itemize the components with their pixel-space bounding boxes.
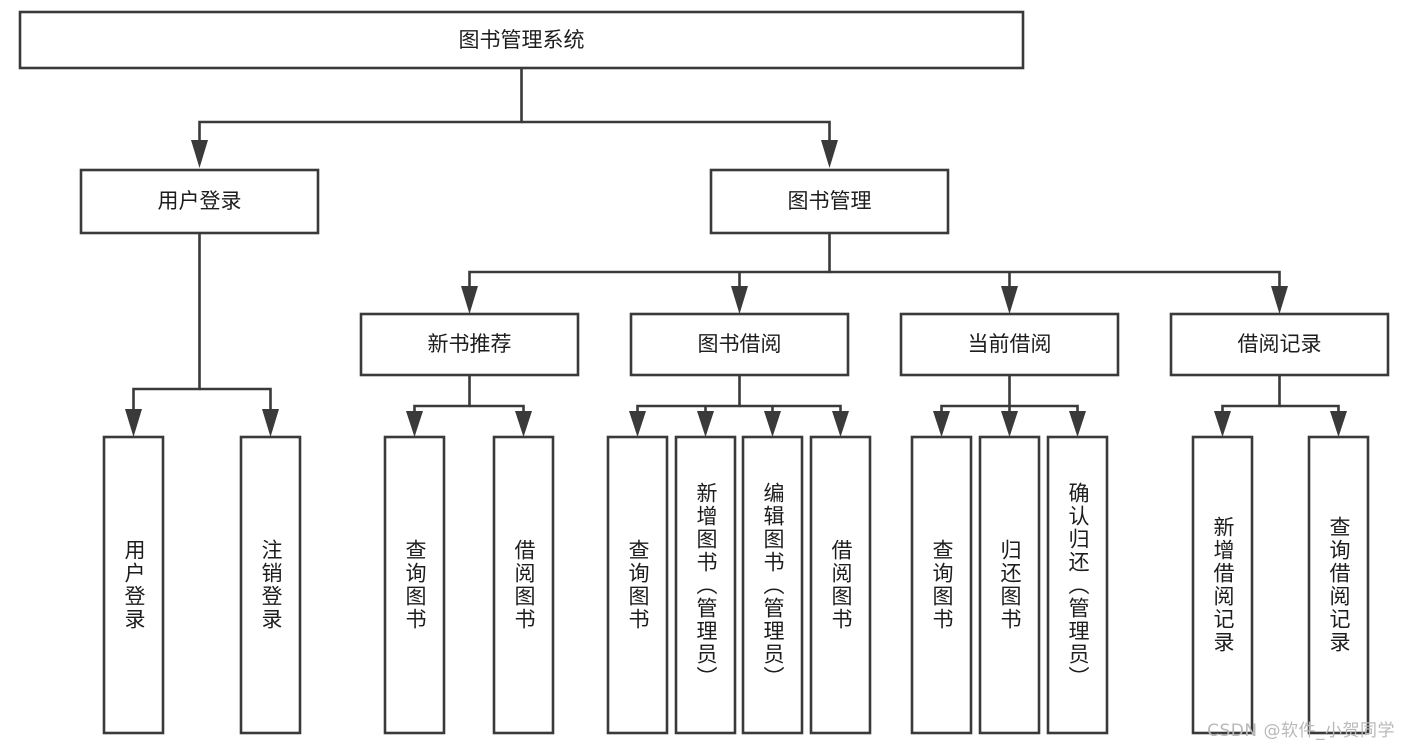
connector-group-new-book-recommend <box>406 375 532 437</box>
node-box-borrow-record <box>1169 312 1390 377</box>
node-box-leaf-user-login[interactable] <box>102 435 165 735</box>
arrowhead-leaf-borrow-book-1 <box>515 411 532 437</box>
node-box-leaf-confirm-return[interactable] <box>1046 435 1109 735</box>
connector-group-book-management <box>461 233 1288 314</box>
arrowhead-leaf-query-book-2 <box>629 411 646 437</box>
node-label-borrow-record: 借阅记录 <box>1238 332 1322 356</box>
connector-nbr-to-leaf-query-book <box>413 375 471 413</box>
arrowhead-leaf-add-book <box>697 411 714 437</box>
node-label-book-management: 图书管理 <box>788 189 872 213</box>
node-box-leaf-borrow-book-2[interactable] <box>809 435 872 735</box>
node-box-leaf-logout-login[interactable] <box>239 435 302 735</box>
connector-group-root <box>191 68 838 168</box>
arrowhead-leaf-logout-login <box>262 409 279 437</box>
arrowhead-current-borrow <box>1001 286 1018 314</box>
connector-root-to-book-management <box>521 120 831 140</box>
node-label-system-root: 图书管理系统 <box>459 28 585 52</box>
node-new-book-recommend[interactable]: 新书推荐 <box>359 312 580 377</box>
node-box-leaf-return-book[interactable] <box>978 435 1041 735</box>
connector-bb-to-leaf-borrow-book <box>739 404 842 413</box>
node-book-borrow[interactable]: 图书借阅 <box>629 312 850 377</box>
node-box-current-borrow <box>899 312 1120 377</box>
node-label-book-borrow: 图书借阅 <box>698 332 782 356</box>
node-box-system-root <box>18 10 1025 70</box>
connector-nbr-to-leaf-borrow-book <box>469 404 525 413</box>
arrowhead-book-borrow <box>731 286 748 314</box>
arrowhead-leaf-add-record <box>1214 411 1231 437</box>
connector-cb-to-leaf-confirm-return <box>1009 404 1079 413</box>
arrowhead-user-login <box>191 140 208 168</box>
node-user-login[interactable]: 用户登录 <box>79 168 320 235</box>
node-box-leaf-query-book-1[interactable] <box>383 435 446 735</box>
connector-br-to-leaf-add-record <box>1221 375 1281 413</box>
node-box-leaf-edit-book[interactable] <box>741 435 804 735</box>
arrowhead-book-management <box>821 140 838 168</box>
connector-bm-to-new-book-recommend <box>468 233 831 288</box>
leaf-box-group <box>102 435 1370 735</box>
node-system-root[interactable]: 图书管理系统 <box>18 10 1025 70</box>
connector-bb-to-leaf-query-book <box>636 375 741 413</box>
arrowhead-leaf-query-record <box>1330 411 1347 437</box>
arrowhead-leaf-borrow-book-2 <box>832 411 849 437</box>
connector-cb-to-leaf-query-book <box>940 375 1011 413</box>
node-box-leaf-query-book-2[interactable] <box>606 435 669 735</box>
node-book-management[interactable]: 图书管理 <box>709 168 950 235</box>
node-box-new-book-recommend <box>359 312 580 377</box>
connector-group-book-borrow <box>629 375 849 437</box>
arrowhead-new-book-recommend <box>461 286 478 314</box>
connector-br-to-leaf-query-record <box>1279 404 1340 413</box>
node-current-borrow[interactable]: 当前借阅 <box>899 312 1120 377</box>
connector-ul-to-leaf-logout <box>199 387 272 411</box>
csdn-watermark: CSDN @软件_小贺同学 <box>1207 721 1395 741</box>
connector-group-user-login <box>125 233 279 437</box>
arrowhead-leaf-query-book-1 <box>406 411 423 437</box>
arrowhead-leaf-edit-book <box>764 411 781 437</box>
connector-group-current-borrow <box>933 375 1086 437</box>
arrowhead-leaf-user-login <box>125 409 142 437</box>
arrowhead-leaf-confirm-return <box>1069 411 1086 437</box>
node-label-current-borrow: 当前借阅 <box>968 332 1052 356</box>
arrowhead-leaf-return-book <box>1001 411 1018 437</box>
node-box-book-management <box>709 168 950 235</box>
node-box-leaf-add-record[interactable] <box>1191 435 1254 735</box>
connector-bm-to-borrow-record <box>829 270 1281 288</box>
node-box-leaf-add-book[interactable] <box>674 435 737 735</box>
node-box-user-login <box>79 168 320 235</box>
connector-group-borrow-record <box>1214 375 1347 437</box>
node-borrow-record[interactable]: 借阅记录 <box>1169 312 1390 377</box>
node-label-user-login: 用户登录 <box>158 189 242 213</box>
arrowhead-leaf-query-book-3 <box>933 411 950 437</box>
node-label-new-book-recommend: 新书推荐 <box>428 332 512 356</box>
connector-root-to-user-login <box>198 68 523 140</box>
node-box-leaf-query-book-3[interactable] <box>910 435 973 735</box>
node-box-book-borrow <box>629 312 850 377</box>
node-box-leaf-query-record[interactable] <box>1307 435 1370 735</box>
connector-ul-to-leaf-user-login <box>132 233 201 411</box>
node-box-leaf-borrow-book-1[interactable] <box>492 435 555 735</box>
arrowhead-borrow-record <box>1271 286 1288 314</box>
